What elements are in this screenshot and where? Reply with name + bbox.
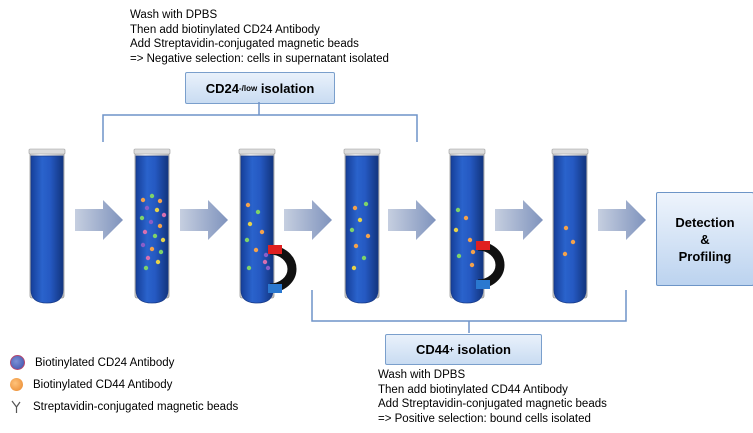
cd24-isolation-box: CD24-/low isolation [185,72,335,104]
blue-dot-icon [10,355,25,370]
top-instruction-line: Then add biotinylated CD24 Antibody [130,23,320,36]
detection-line: Detection [675,214,735,230]
detection-profiling-box: Detection & Profiling [656,192,753,286]
tube-2 [133,148,171,304]
bottom-instruction-line: Wash with DPBS [378,369,466,381]
bottom-instruction-line: Then add biotinylated CD44 Antibody [378,383,568,396]
cd44-label-sup: + [449,345,454,354]
cd44-label: CD44 [416,342,450,357]
tube-4-particles [349,201,371,271]
legend-label: Biotinylated CD24 Antibody [35,356,175,369]
magnet-icon [476,241,505,289]
bottom-instruction-line: => Positive selection: bound cells isola… [378,412,591,425]
tube-5-particles [453,207,476,268]
cd24-label-tail: isolation [257,80,315,96]
tube-6-particles [562,225,576,257]
legend-item-beads: Streptavidin-conjugated magnetic beads [10,400,238,414]
arrow-3 [284,200,332,240]
profiling-line: Profiling [678,248,732,264]
tube-2-particles [139,193,167,271]
top-instruction-line: => Negative selection: cells in supernat… [130,52,389,65]
cd44-label-tail: isolation [453,342,511,357]
ampersand-line: & [700,231,710,247]
arrow-1 [75,200,123,240]
legend-label: Streptavidin-conjugated magnetic beads [33,401,239,413]
legend-item-cd24: Biotinylated CD24 Antibody [10,355,174,370]
orange-dot-icon [10,378,23,391]
legend-label: Biotinylated CD44 Antibody [33,378,173,391]
arrow-5 [495,200,543,240]
top-instruction-line: Add Streptavidin-conjugated magnetic bea… [130,38,359,50]
magnet-icon [268,245,297,293]
tube-3-particles [244,202,271,271]
cd24-label-sup: -/low [238,83,258,93]
cd24-label: CD24 [205,80,239,96]
cd24-bracket [102,114,418,142]
bottom-instructions: Wash with DPBS Then add biotinylated CD4… [378,368,607,426]
top-instructions: Wash with DPBS Then add biotinylated CD2… [130,8,389,66]
tube-6 [551,148,589,304]
y-shape-icon [11,400,21,413]
top-instruction-line: Wash with DPBS [130,9,218,21]
bottom-instruction-line: Add Streptavidin-conjugated magnetic bea… [378,398,607,410]
arrow-6 [598,200,646,240]
arrow-4 [388,200,436,240]
tube-3 [238,148,276,304]
tube-4 [343,148,381,304]
arrow-2 [180,200,228,240]
tube-1 [28,148,66,304]
legend-item-cd44: Biotinylated CD44 Antibody [10,378,172,391]
cd44-isolation-box: CD44+ isolation [385,334,542,365]
